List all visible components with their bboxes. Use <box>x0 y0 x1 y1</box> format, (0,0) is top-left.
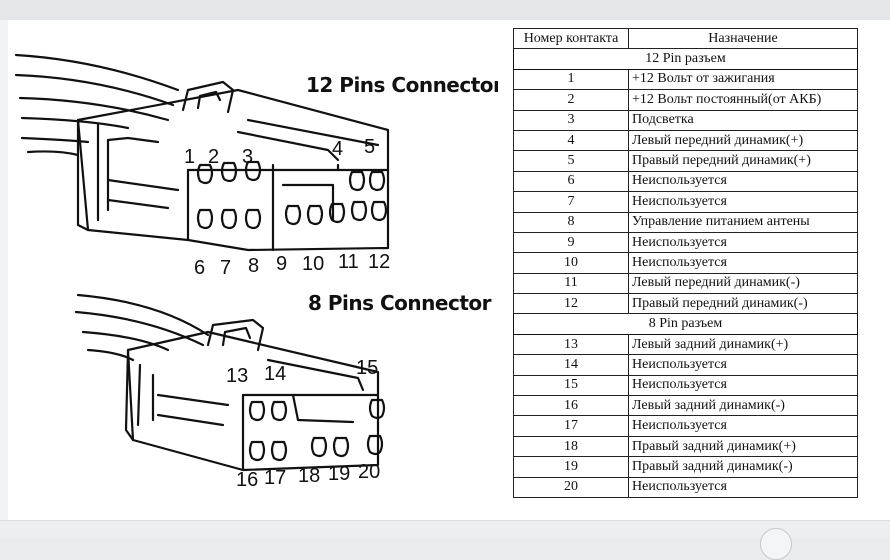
section-row-8pin: 8 Pin разъем <box>513 313 858 335</box>
pin-number-cell: 19 <box>513 456 629 478</box>
connector-8-title: 8 Pins Connector <box>308 291 492 315</box>
section-label: 8 Pin разъем <box>513 313 858 335</box>
pin-number-cell: 1 <box>513 68 629 91</box>
purpose-cell: Подсветка <box>628 109 858 131</box>
pin-label: 7 <box>220 257 231 279</box>
purpose-cell: Правый передний динамик(+) <box>628 150 858 172</box>
column-header-pin: Номер контакта <box>513 27 629 50</box>
table-row: 2+12 Вольт постоянный(от АКБ) <box>513 89 858 111</box>
pin-number-cell: 16 <box>513 395 629 417</box>
pin-number-cell: 17 <box>513 415 629 437</box>
pinout-table: Номер контакта Назначение 12 Pin разъем … <box>513 27 858 498</box>
purpose-cell: Неиспользуется <box>628 231 858 254</box>
pin-number-cell: 18 <box>513 435 629 458</box>
pin-number-cell: 8 <box>513 211 629 233</box>
purpose-cell: Неиспользуется <box>628 354 858 376</box>
purpose-cell: Неиспользуется <box>628 415 858 437</box>
purpose-cell: Левый задний динамик(-) <box>628 395 858 417</box>
purpose-cell: Правый передний динамик(-) <box>628 293 858 315</box>
column-header-purpose: Назначение <box>628 27 858 50</box>
pin-label: 16 <box>236 469 258 491</box>
pin-label: 19 <box>328 463 350 485</box>
pin-number-cell: 20 <box>513 476 629 498</box>
table-header-row: Номер контакта Назначение <box>513 27 858 50</box>
pin-number-cell: 14 <box>513 354 629 376</box>
pin-number-cell: 12 <box>513 293 629 315</box>
pin-label: 12 <box>368 251 390 273</box>
pin-label: 4 <box>332 138 343 160</box>
purpose-cell: Правый задний динамик(-) <box>628 456 858 478</box>
pin-number-cell: 9 <box>513 231 629 254</box>
pin-label: 9 <box>276 253 287 275</box>
pin-number-cell: 10 <box>513 252 629 274</box>
purpose-cell: Неиспользуется <box>628 170 858 193</box>
purpose-cell: Левый передний динамик(+) <box>628 129 858 152</box>
connector-diagram: 12 Pins Connector 8 Pins Connector 1 2 3… <box>14 53 498 491</box>
pin-number-cell: 15 <box>513 374 629 397</box>
pin-number-cell: 3 <box>513 109 629 131</box>
pin-label: 11 <box>338 251 359 273</box>
purpose-cell: +12 Вольт от зажигания <box>628 68 858 91</box>
pin-label: 20 <box>358 461 380 483</box>
purpose-cell: Неиспользуется <box>628 191 858 213</box>
pin-number-cell: 13 <box>513 333 629 356</box>
pin-label: 15 <box>356 357 378 379</box>
pin-label: 18 <box>298 465 320 487</box>
pin-label: 1 <box>184 146 195 168</box>
corner-button[interactable] <box>760 528 792 560</box>
bottom-bar <box>0 520 890 538</box>
pin-number-cell: 7 <box>513 191 629 213</box>
pin-number-cell: 11 <box>513 272 629 295</box>
pin-label: 3 <box>242 146 253 168</box>
pin-label: 8 <box>248 255 259 277</box>
left-margin <box>0 20 8 520</box>
table-row: 1+12 Вольт от зажигания <box>513 68 858 91</box>
top-toolbar <box>0 0 890 21</box>
purpose-cell: Неиспользуется <box>628 374 858 397</box>
connector-12-drawing <box>14 53 390 252</box>
pin-label: 6 <box>194 257 205 279</box>
purpose-cell: Правый задний динамик(+) <box>628 435 858 458</box>
connector-12-title: 12 Pins Connector <box>306 73 498 97</box>
purpose-cell: Неиспользуется <box>628 476 858 498</box>
section-row-12pin: 12 Pin разъем <box>513 48 858 70</box>
purpose-cell: Управление питанием антены <box>628 211 858 233</box>
pin-label: 13 <box>226 365 248 387</box>
pin-label: 5 <box>364 136 375 158</box>
pin-label: 10 <box>302 253 324 275</box>
purpose-cell: Левый передний динамик(-) <box>628 272 858 295</box>
section-label: 12 Pin разъем <box>513 48 858 70</box>
pin-number-cell: 2 <box>513 89 629 111</box>
pin-label: 2 <box>208 146 219 168</box>
pin-label: 14 <box>264 363 286 385</box>
purpose-cell: +12 Вольт постоянный(от АКБ) <box>628 89 858 111</box>
connector-8-drawing <box>74 293 386 472</box>
pin-label: 17 <box>264 467 286 489</box>
purpose-cell: Левый задний динамик(+) <box>628 333 858 356</box>
pin-number-cell: 4 <box>513 129 629 152</box>
purpose-cell: Неиспользуется <box>628 252 858 274</box>
pin-number-cell: 5 <box>513 150 629 172</box>
pin-number-cell: 6 <box>513 170 629 193</box>
